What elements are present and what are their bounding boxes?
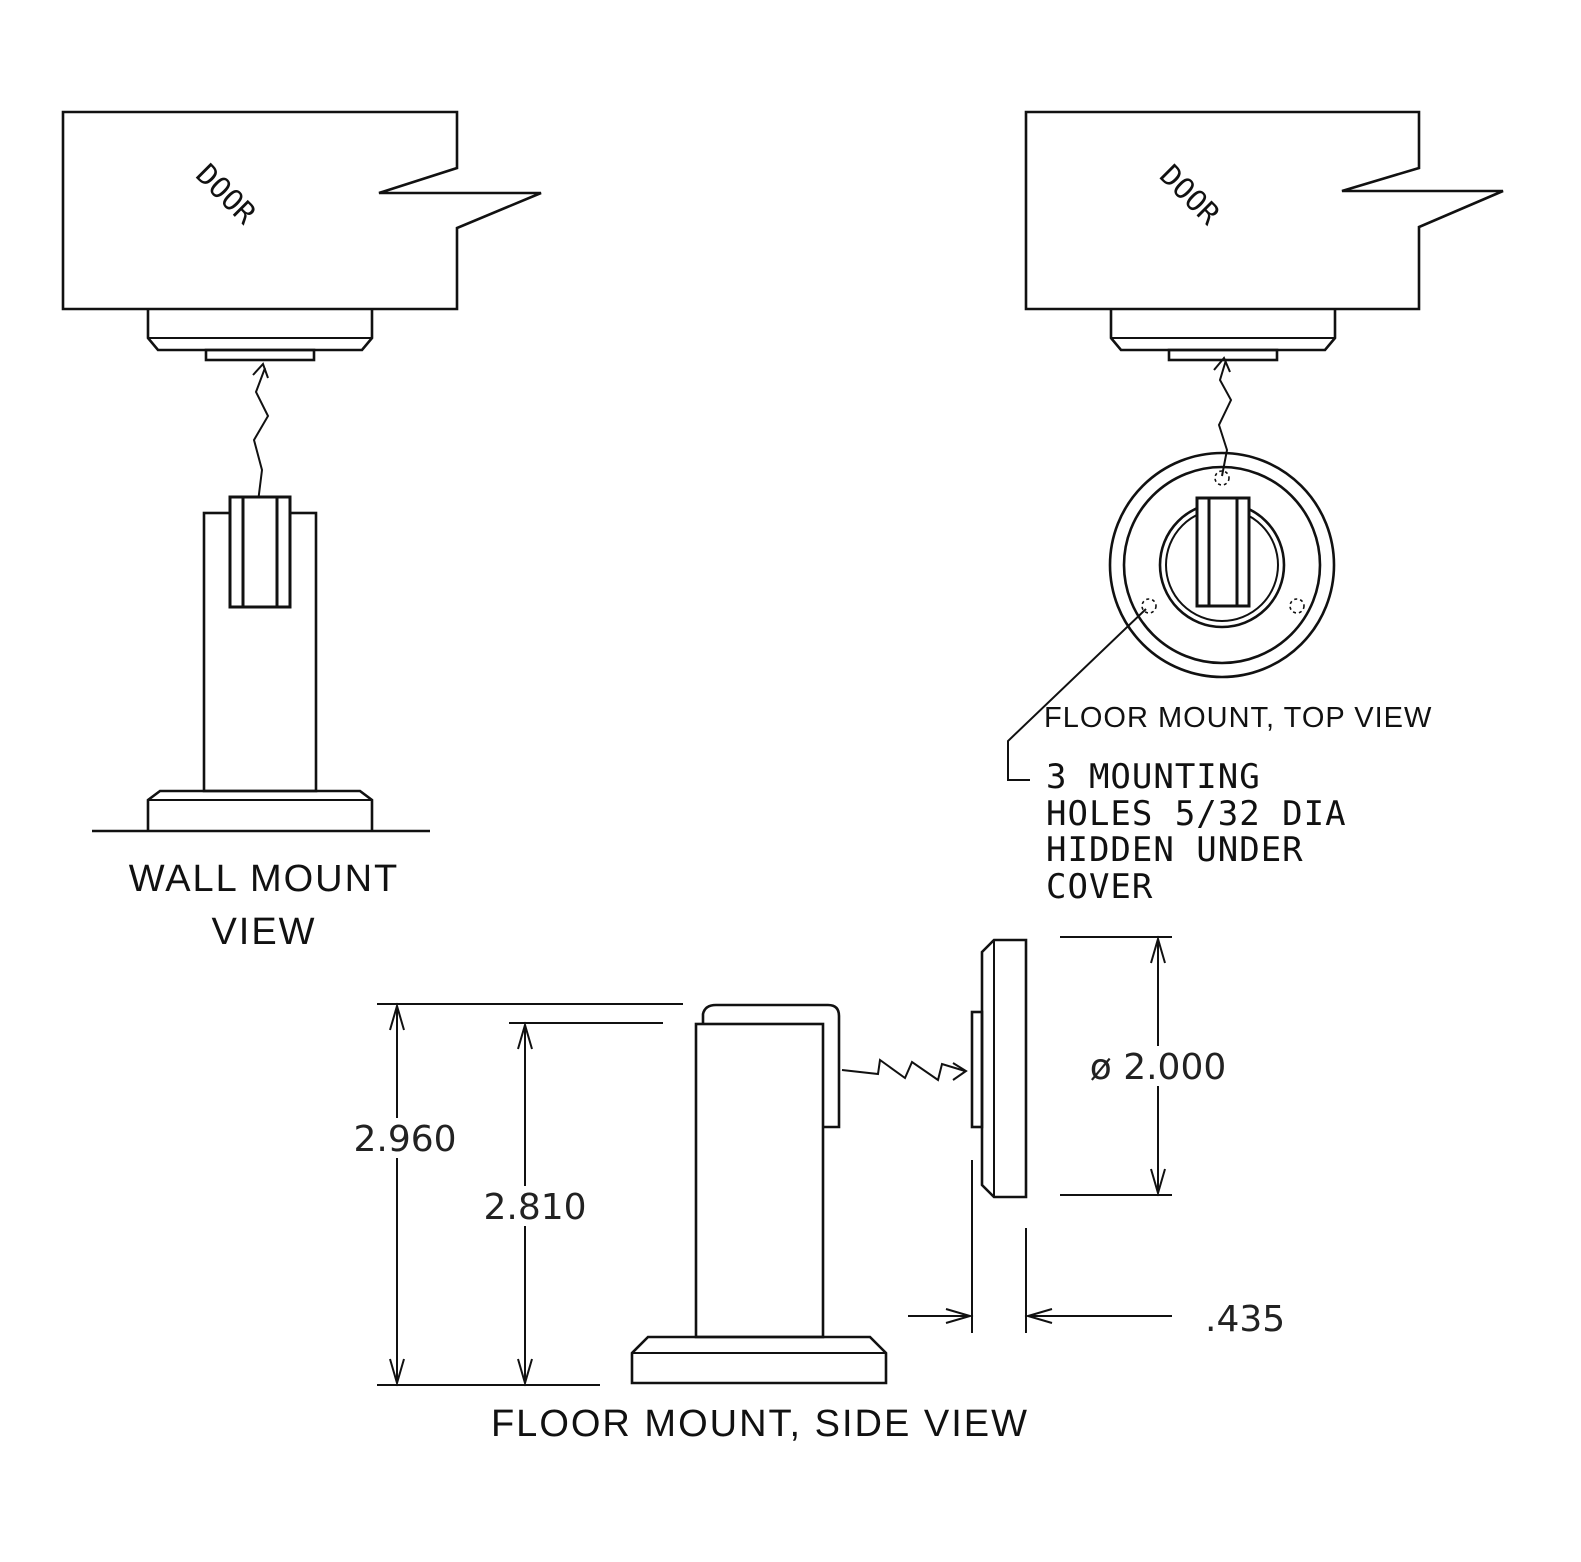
dim-plate-diameter: ø 2.000 [1090,1047,1227,1088]
wall-mount-view: DOOR WALL MOUNT VIEW [61,110,542,953]
floor-side-view-title: FLOOR MOUNT, SIDE VIEW [491,1403,1029,1445]
note-line2: HOLES 5/32 DIA [1046,794,1347,834]
mounting-hole-2 [1141,598,1157,614]
side-post-cap [701,1003,841,1129]
mounting-hole-3 [1289,598,1305,614]
wall-mount-title-line1: WALL MOUNT [129,858,400,900]
door-block-right [1024,110,1504,311]
door-label-left: DOOR [189,157,263,231]
mounting-hole-1 [1214,470,1230,486]
side-catch-plate [980,938,1028,1199]
round-base-inner [1122,465,1322,665]
note-line1: 3 MOUNTING [1046,757,1261,797]
side-base [630,1335,888,1385]
note-line3: HIDDEN UNDER [1046,830,1304,870]
side-catch-magnet [970,1010,984,1129]
door-catch-left [146,309,374,352]
magnet-attraction-side [841,1058,966,1082]
door-label-right: DOOR [1153,158,1227,232]
catch-magnet-left [204,348,316,362]
note-line4: COVER [1046,867,1153,907]
stop-base-left [146,789,374,831]
door-block-left [61,110,542,311]
magnet-attraction-right [1217,359,1233,477]
note-leader [1007,608,1147,781]
dim-overall-height: 2.960 [353,1119,456,1160]
magnet-attraction-left [252,367,270,503]
dim-post-height: 2.810 [483,1187,586,1228]
wall-mount-title-line2: VIEW [211,911,316,953]
floor-mount-top-view: DOOR FLOOR MOUNT, TOP VIEW 3 MOUNTING HO… [1007,110,1504,907]
door-catch-right [1109,309,1337,352]
side-post [694,1022,825,1339]
round-base-outer [1108,451,1336,679]
floor-mount-side-view: 2.960 2.810 ø 2.000 .435 FLOOR MOUNT, SI… [345,935,1285,1445]
dim-plate-thickness: .435 [1205,1299,1285,1340]
floor-top-view-title: FLOOR MOUNT, TOP VIEW [1044,702,1432,734]
